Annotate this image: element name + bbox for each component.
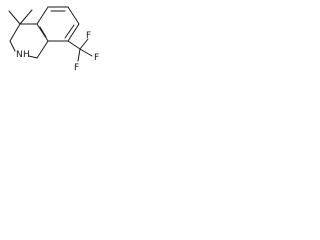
bond-cf3-f3: [77, 48, 81, 62]
bond-methyl-b: [19, 9, 33, 25]
atom-label-n: N: [16, 50, 23, 60]
bond-c8-cf3: [67, 40, 81, 50]
bond-c4-c3: [9, 23, 21, 42]
bond-cf3-f1: [79, 38, 89, 50]
bond-c8a-c4a: [36, 23, 49, 42]
atom-label-h: H: [23, 50, 30, 60]
bond-double-c7-c8: [64, 24, 75, 39]
bond-c6-c7: [67, 6, 80, 25]
atom-label-f-2: F: [94, 53, 99, 63]
atom-label-f-1: F: [86, 31, 91, 41]
bond-c3-n2: [9, 40, 16, 52]
molecule-structure: N H F F F: [8, 6, 99, 73]
bond-c7-c8: [67, 23, 80, 42]
bond-methyl-a: [8, 10, 21, 25]
bond-c4a-c5: [36, 6, 49, 25]
atom-label-f-3: F: [74, 63, 79, 73]
bond-n2-c1: [28, 55, 38, 59]
bond-double-c8a-c4a: [39, 26, 47, 38]
bond-cf3-f2: [79, 48, 93, 57]
bond-c1-c8a: [36, 40, 49, 59]
